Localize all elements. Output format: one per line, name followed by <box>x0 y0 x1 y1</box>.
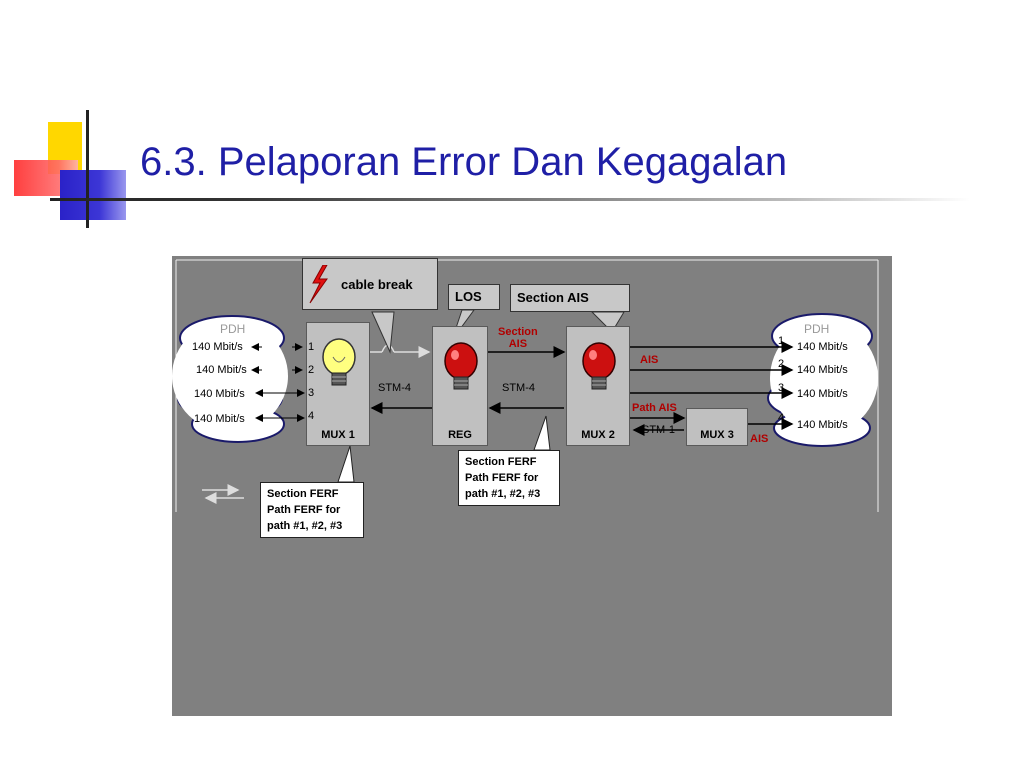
link-stm1: STM-1 <box>642 424 675 436</box>
link-stm4-right: STM-4 <box>502 382 535 394</box>
title-deco-vline <box>86 110 89 228</box>
mux3-label: MUX 3 <box>700 429 734 441</box>
title-underline <box>50 198 970 201</box>
pdh-right-rate-1: 140 Mbit/s <box>797 341 848 353</box>
mux1-node: MUX 1 <box>306 322 370 446</box>
right-port-3: 3 <box>778 382 785 394</box>
callout-los: LOS <box>448 284 500 310</box>
pdh-left-rate-4: 140 Mbit/s <box>194 413 245 425</box>
pdh-right-rate-3: 140 Mbit/s <box>797 388 848 400</box>
callout-cable-break: cable break <box>302 258 438 310</box>
network-diagram: PDH 140 Mbit/s 140 Mbit/s 140 Mbit/s 140… <box>172 256 892 716</box>
pdh-right-rate-2: 140 Mbit/s <box>797 364 848 376</box>
mux1-port-1: 1 <box>308 341 315 353</box>
bulb-alarm-icon-mux2 <box>582 342 616 390</box>
mux1-port-3: 3 <box>308 387 315 399</box>
note-mux1-line-3: path #1, #2, #3 <box>267 520 343 532</box>
cloud-icon-left <box>172 315 288 443</box>
mux1-port-2: 2 <box>308 364 315 376</box>
bulb-on-icon <box>322 338 356 386</box>
pdh-right-rate-4: 140 Mbit/s <box>797 419 848 431</box>
slide-title: 6.3. Pelaporan Error Dan Kegagalan <box>140 140 788 184</box>
alarm-path-ais: Path AIS <box>632 402 677 414</box>
pdh-left-rate-3: 140 Mbit/s <box>194 388 245 400</box>
right-port-1: 1 <box>778 335 785 347</box>
mux1-port-4: 4 <box>308 410 315 422</box>
alarm-ais-mux3: AIS <box>750 433 769 445</box>
bidirectional-arrow-icon <box>202 484 244 504</box>
reg-label: REG <box>448 429 472 441</box>
mux3-node: MUX 3 <box>686 408 748 446</box>
mux1-label: MUX 1 <box>321 429 355 441</box>
pdh-right-label: PDH <box>804 322 830 336</box>
mux2-node: MUX 2 <box>566 326 630 446</box>
reg-node: REG <box>432 326 488 446</box>
note-reg-line-2: Path FERF for <box>465 472 539 484</box>
pdh-left-label: PDH <box>220 322 246 336</box>
link-stm4-left: STM-4 <box>378 382 411 394</box>
callout-cable-break-text: cable break <box>341 277 413 292</box>
note-reg-ferf: Section FERF Path FERF for path #1, #2, … <box>458 450 560 506</box>
note-mux1-ferf: Section FERF Path FERF for path #1, #2, … <box>260 482 364 538</box>
pdh-left-rate-1: 140 Mbit/s <box>192 341 243 353</box>
diagram-graphics <box>172 259 879 512</box>
note-reg-line-3: path #1, #2, #3 <box>465 488 541 500</box>
callout-section-ais: Section AIS <box>510 284 630 312</box>
bulb-alarm-icon <box>444 342 478 390</box>
note-reg-line-1: Section FERF <box>465 456 537 468</box>
lightning-icon <box>309 265 328 304</box>
diagram-panel: PDH 140 Mbit/s 140 Mbit/s 140 Mbit/s 140… <box>172 256 892 538</box>
mux2-label: MUX 2 <box>581 429 615 441</box>
pdh-left-rate-2: 140 Mbit/s <box>196 364 247 376</box>
right-port-4: 4 <box>778 412 785 424</box>
cloud-icon-right <box>767 313 878 447</box>
alarm-section-ais: Section AIS <box>498 326 538 350</box>
title-deco-blue <box>60 170 126 220</box>
alarm-ais-mux2: AIS <box>640 354 659 366</box>
note-mux1-line-2: Path FERF for <box>267 504 341 516</box>
right-port-2: 2 <box>778 358 785 370</box>
note-mux1-line-1: Section FERF <box>267 488 339 500</box>
